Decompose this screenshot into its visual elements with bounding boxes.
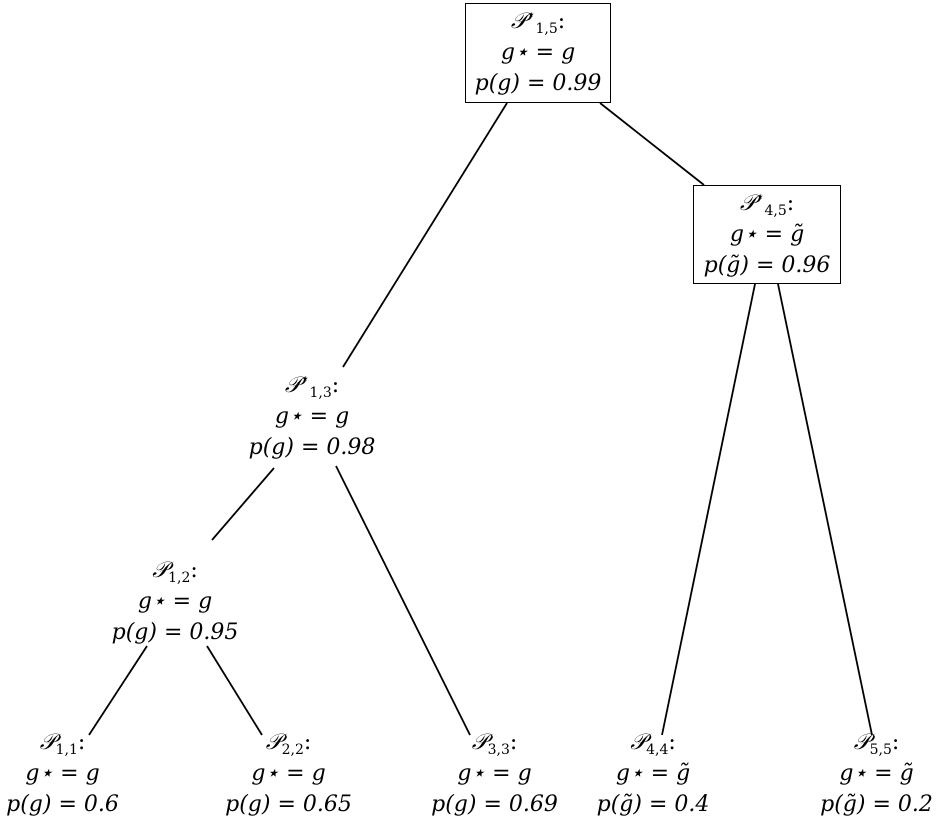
node-probability: p(g) = 0.65 xyxy=(225,792,352,817)
node-probability: p(g̃) = 0.96 xyxy=(703,253,831,278)
node-p-4-4: 𝒫4,4: g⋆ = g̃ p(g̃) = 0.4 xyxy=(588,727,718,820)
node-header: 𝒫5,5: xyxy=(853,730,900,758)
node-assignment: g⋆ = g xyxy=(500,40,576,65)
edge-p45-p55 xyxy=(777,283,873,736)
node-probability: p(g) = 0.6 xyxy=(6,792,119,817)
node-header: 𝒫3,3: xyxy=(471,730,518,758)
edge-p12-p22 xyxy=(206,645,263,736)
edge-p15-p45 xyxy=(599,102,705,186)
edge-p15-p13 xyxy=(342,102,508,368)
node-probability: p(g̃) = 0.4 xyxy=(596,792,710,817)
node-header: 𝒫2,2: xyxy=(265,730,312,758)
node-header: 𝒫⋆4,5: xyxy=(739,189,795,219)
node-assignment: g⋆ = g̃ xyxy=(839,761,914,786)
node-assignment: g⋆ = g xyxy=(274,404,350,429)
node-p-1-1: 𝒫1,1: g⋆ = g p(g) = 0.6 xyxy=(0,727,125,820)
node-header: 𝒫⋆1,3: xyxy=(284,371,340,401)
edge-p45-p44 xyxy=(661,283,756,736)
node-header: 𝒫⋆1,5: xyxy=(510,7,566,37)
edge-p13-p12 xyxy=(211,467,275,541)
node-p-1-5: 𝒫⋆1,5: g⋆ = g p(g) = 0.99 xyxy=(465,3,611,103)
node-probability: p(g) = 0.69 xyxy=(431,792,558,817)
node-assignment: g⋆ = g̃ xyxy=(729,222,805,247)
node-p-4-5: 𝒫⋆4,5: g⋆ = g̃ p(g̃) = 0.96 xyxy=(693,185,841,284)
node-header: 𝒫1,1: xyxy=(39,730,86,758)
node-p-5-5: 𝒫5,5: g⋆ = g̃ p(g̃) = 0.2 xyxy=(812,727,941,820)
node-assignment: g⋆ = g xyxy=(137,589,213,614)
node-p-3-3: 𝒫3,3: g⋆ = g p(g) = 0.69 xyxy=(422,727,567,820)
node-header: 𝒫1,2: xyxy=(152,558,198,586)
node-assignment: g⋆ = g xyxy=(457,761,532,786)
node-assignment: g⋆ = g xyxy=(25,761,100,786)
node-p-1-2: 𝒫1,2: g⋆ = g p(g) = 0.95 xyxy=(100,555,250,648)
node-assignment: g⋆ = g xyxy=(251,761,326,786)
node-probability: p(g̃) = 0.2 xyxy=(820,792,933,817)
node-header: 𝒫4,4: xyxy=(630,730,676,758)
node-p-2-2: 𝒫2,2: g⋆ = g p(g) = 0.65 xyxy=(216,727,361,820)
node-probability: p(g) = 0.95 xyxy=(111,620,239,645)
node-probability: p(g) = 0.98 xyxy=(248,435,376,460)
node-p-1-3: 𝒫⋆1,3: g⋆ = g p(g) = 0.98 xyxy=(237,370,387,463)
node-assignment: g⋆ = g̃ xyxy=(615,761,691,786)
edge-p12-p11 xyxy=(88,645,148,736)
node-probability: p(g) = 0.99 xyxy=(474,71,602,96)
edge-p13-p33 xyxy=(335,465,471,736)
